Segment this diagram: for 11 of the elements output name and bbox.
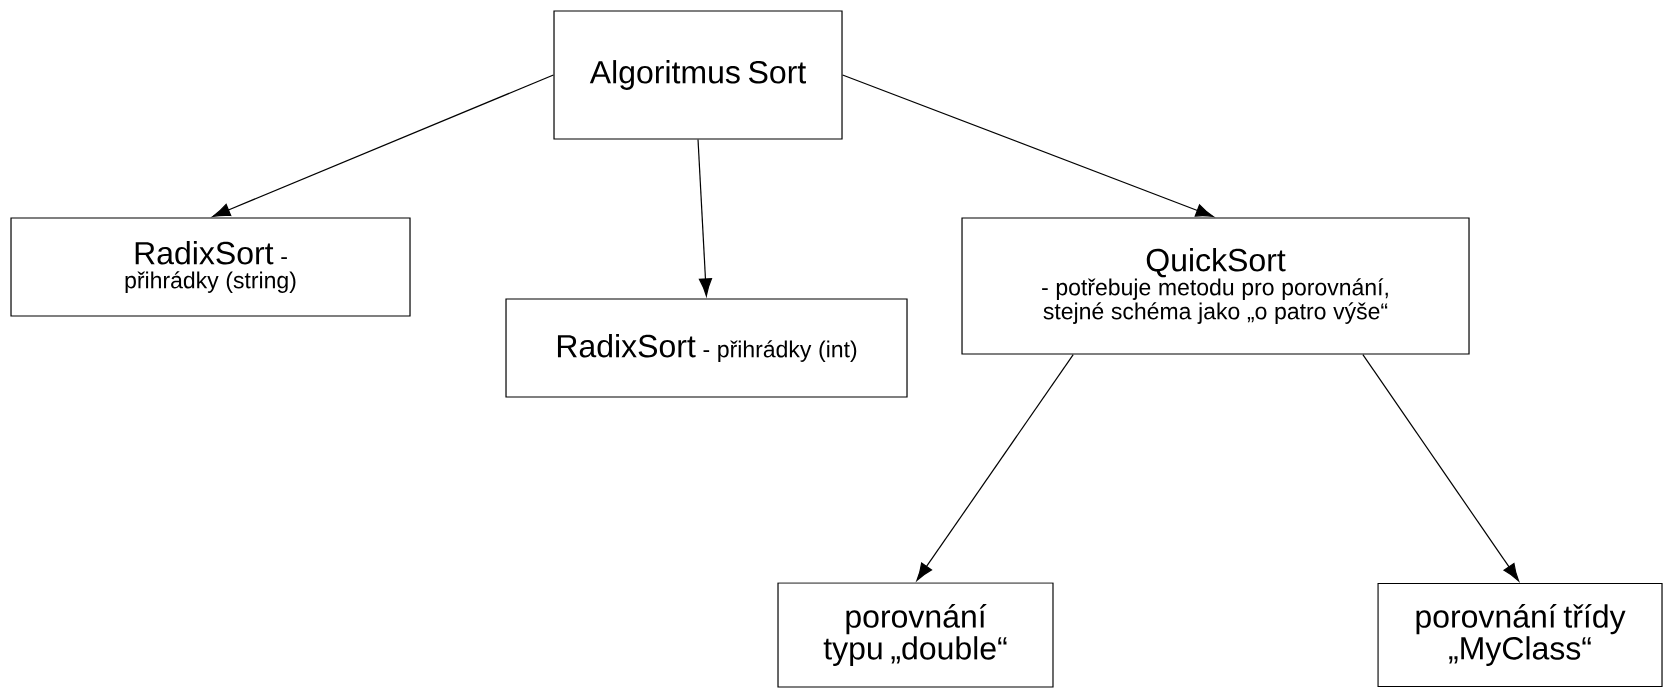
arrow xyxy=(1362,354,1520,582)
process-box: QuickSort - potřebuje metodu pro porovnání, stejné schéma jako „o patro výše“ xyxy=(961,217,1470,355)
process-box: Algoritmus Sort xyxy=(553,10,843,140)
arrow xyxy=(842,74,1214,218)
process-box: porovnání třídy „MyClass“ xyxy=(1377,582,1663,688)
process-box: porovnání typu „double“ xyxy=(777,582,1054,688)
arrow xyxy=(212,74,554,217)
process-box: RadixSort - přihrádky (int) xyxy=(505,298,908,398)
process-box: RadixSort - přihrádky (string) xyxy=(10,217,411,317)
arrow xyxy=(697,139,713,297)
arrow xyxy=(916,354,1074,581)
